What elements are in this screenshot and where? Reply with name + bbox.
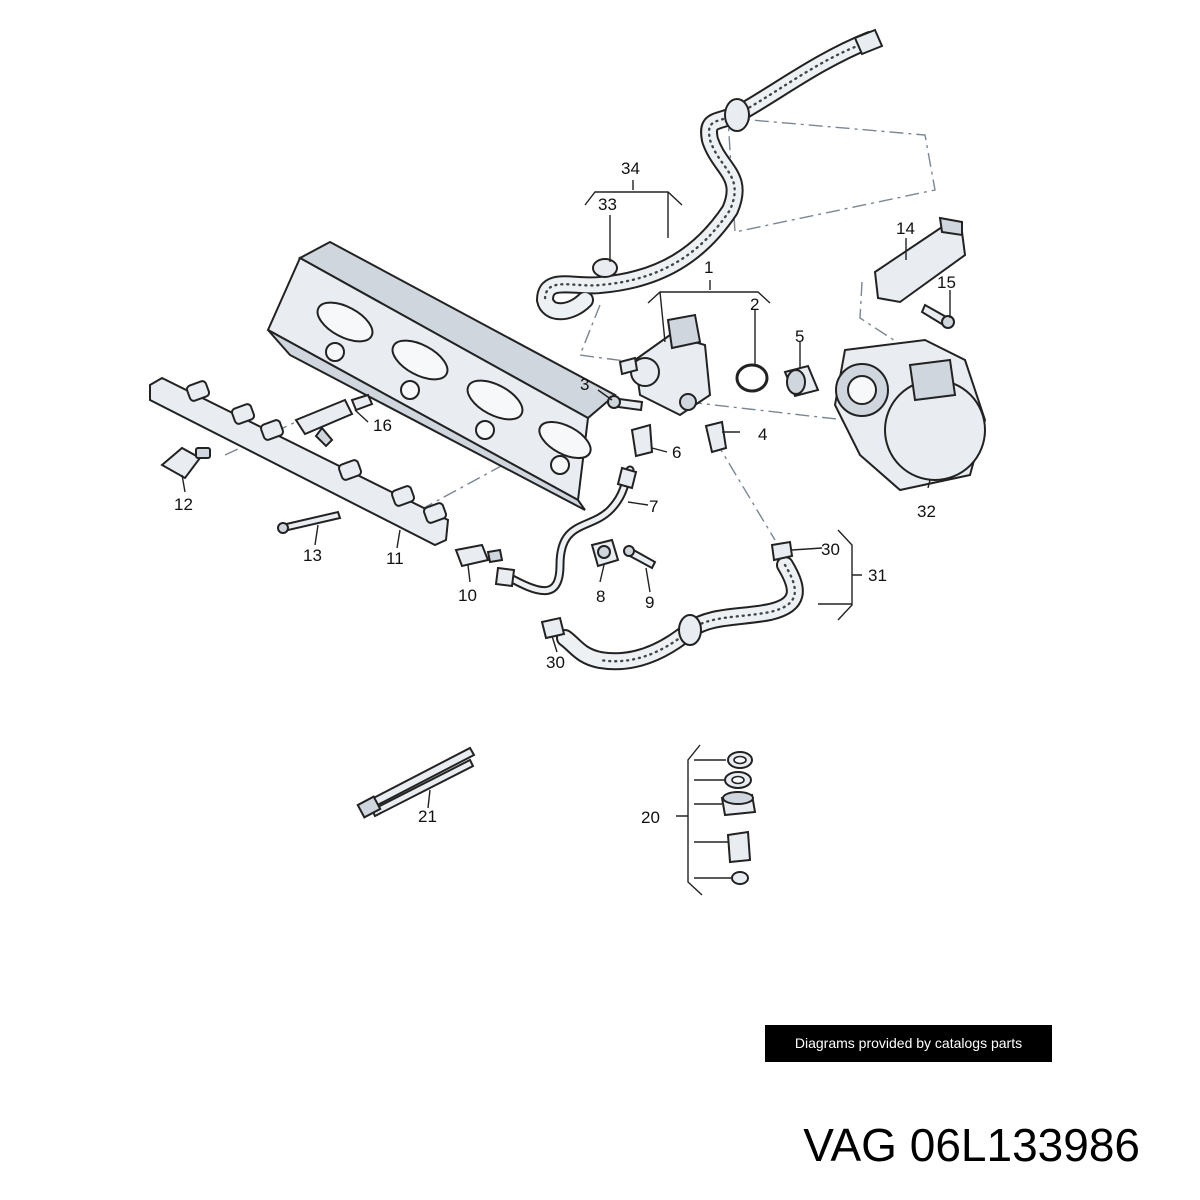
vacuum-pump-32 (833, 338, 987, 492)
callout-33: 33 (598, 195, 617, 214)
callout-14: 14 (896, 219, 915, 238)
screw-9 (623, 545, 657, 570)
callout-4: 4 (758, 425, 767, 444)
cylinder-head (266, 240, 617, 511)
high-pressure-pipe-7 (494, 465, 638, 596)
clamp-8 (590, 538, 620, 568)
callout-5: 5 (795, 327, 804, 346)
callout-2: 2 (750, 295, 759, 314)
fitting-4 (704, 420, 728, 454)
callout-15: 15 (937, 273, 956, 292)
clamp-30-lower (540, 616, 566, 640)
callout-7: 7 (649, 497, 658, 516)
callout-32: 32 (917, 502, 936, 521)
callout-31: 31 (868, 566, 887, 585)
callout-3: 3 (580, 375, 589, 394)
bracket-14 (873, 216, 967, 304)
callout-10: 10 (458, 586, 477, 605)
cable-tie-21 (356, 746, 476, 819)
callout-20: 20 (641, 808, 660, 827)
bolt-3 (607, 395, 644, 412)
callout-9: 9 (645, 593, 654, 612)
callout-34: 34 (621, 159, 640, 178)
fuel-rail (149, 376, 450, 547)
clamp-33 (592, 258, 618, 278)
callout-11: 11 (386, 549, 404, 568)
callout-12: 12 (174, 495, 193, 514)
callout-16: 16 (373, 416, 392, 435)
hose-31 (556, 556, 804, 671)
callout-labels: 1 2 3 4 5 6 7 8 9 10 11 12 13 14 15 16 2… (174, 159, 956, 827)
o-ring-2 (735, 363, 769, 393)
fitting-6 (630, 423, 654, 458)
callout-8: 8 (596, 587, 605, 606)
hose-34 (536, 28, 884, 321)
callout-21: 21 (418, 807, 437, 826)
fitting-10 (454, 543, 504, 568)
clamp-30-upper (770, 540, 794, 562)
callout-30-lower: 30 (546, 653, 565, 672)
repair-kit-20 (720, 751, 757, 885)
bolt-13 (277, 510, 342, 534)
leader-lines (181, 180, 951, 896)
callout-1: 1 (704, 258, 713, 277)
injector-16 (294, 393, 374, 448)
credit-banner: Diagrams provided by catalogs parts (765, 1025, 1052, 1062)
callout-30-upper: 30 (821, 540, 840, 559)
part-number-title: VAG 06L133986 (803, 1119, 1140, 1171)
callout-6: 6 (672, 443, 681, 462)
callout-13: 13 (303, 546, 322, 565)
sleeve-5 (783, 364, 820, 398)
pressure-sensor-12 (160, 446, 211, 480)
high-pressure-pump-1 (618, 313, 712, 417)
bolt-15 (920, 303, 955, 329)
